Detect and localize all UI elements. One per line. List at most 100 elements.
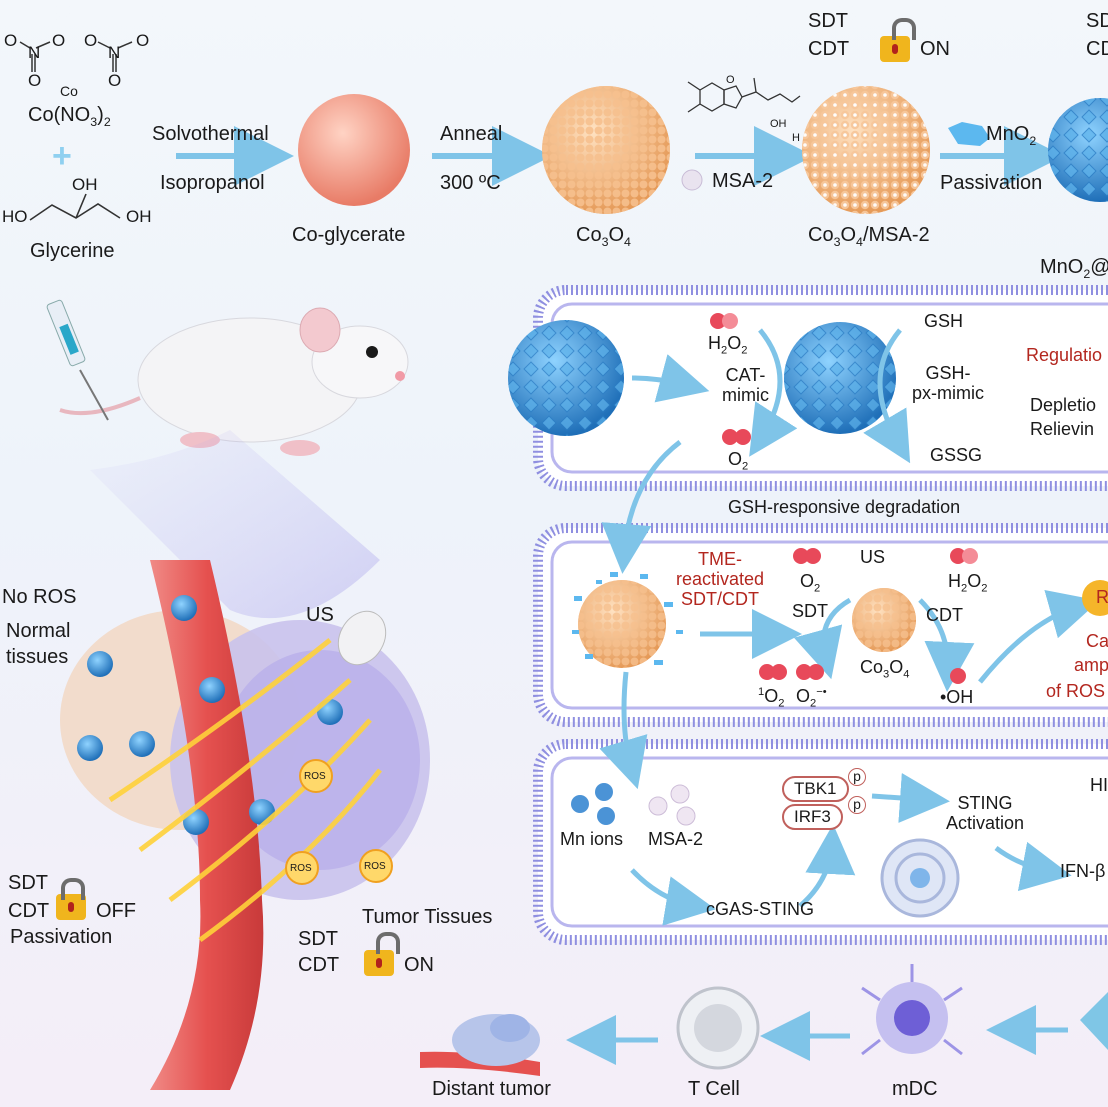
solvothermal-label: Solvothermal <box>152 123 269 145</box>
unlocked-padlock-icon <box>364 932 400 976</box>
arrow-sting <box>871 772 950 823</box>
atom-o: O <box>84 31 98 50</box>
co-glycerate-label: Co-glycerate <box>292 224 406 246</box>
lock-left-cdt: CDT <box>8 900 50 922</box>
edge-label-cd: CD <box>1086 38 1108 60</box>
arrow-cgas <box>630 868 716 926</box>
arrow-cdt <box>918 598 975 692</box>
gsh-degradation-label: GSH-responsive degradation <box>728 497 961 517</box>
relieving-label: Relievin <box>1030 419 1095 439</box>
lock-left-sdt: SDT <box>8 872 48 894</box>
atom-n: N <box>108 43 121 62</box>
atom-o: O <box>136 31 150 50</box>
tme-reactivated-label: TME- reactivated SDT/CDT <box>676 549 765 609</box>
us-label: US <box>860 547 886 567</box>
molecule-atom-o: O <box>726 74 735 86</box>
no-ros-label: No ROS <box>2 586 77 608</box>
lock-tumor-on: ON <box>404 954 434 976</box>
hydroxyl-radical-label: •OH <box>940 687 974 707</box>
phospho-badge: p <box>848 796 866 814</box>
sting-activation-label: STING Activation <box>946 793 1025 833</box>
h2o2-label-cdt: H2O2 <box>948 571 988 595</box>
cgas-sting-label: cGAS-STING <box>706 899 815 919</box>
sdt-label: SDT <box>792 601 828 621</box>
ros-label: ROS <box>304 771 326 782</box>
ros-burst-icon <box>285 851 319 885</box>
us-probe-label: US <box>306 604 334 626</box>
singlet-oxygen-label: 1O2 <box>758 686 785 710</box>
glycerine-label: Glycerine <box>30 240 115 262</box>
glycerine-ho: HO <box>2 207 28 226</box>
atom-o: O <box>4 31 18 50</box>
lock-tumor-sdt: SDT <box>298 928 338 950</box>
tbk1-badge: TBK1 <box>782 776 849 802</box>
mouse-illustration <box>59 307 409 456</box>
molecule-atom-h: H <box>792 132 800 144</box>
mno2-flake <box>948 122 990 146</box>
cdt-label: CDT <box>926 605 963 625</box>
co3o4-label: Co3O4 <box>576 224 631 249</box>
depletion-label: Depletio <box>1030 395 1097 415</box>
h2o2-label: H2O2 <box>708 333 748 357</box>
arrow-gsh <box>863 328 911 464</box>
molecule-atom-oh: OH <box>770 118 787 130</box>
locked-padlock-icon <box>56 878 86 920</box>
atom-o: O <box>52 31 66 50</box>
cat-mimic-label: CAT- mimic <box>722 365 769 405</box>
lock-left-off: OFF <box>96 900 136 922</box>
edge-label-sd: SD <box>1086 10 1108 32</box>
temperature-label: 300 ºC <box>440 172 501 194</box>
irf3-badge: IRF3 <box>782 804 843 830</box>
edge-label-r: R <box>1096 587 1108 607</box>
superoxide-label: O2−• <box>796 686 827 710</box>
mdc-illustration <box>861 964 963 1056</box>
atom-o: O <box>28 71 42 90</box>
ros-burst-icon <box>359 849 393 883</box>
distant-tumor-label: Distant tumor <box>432 1078 551 1100</box>
edge-label-ros: of ROS <box>1046 681 1106 701</box>
msa2-step-label: MSA-2 <box>712 170 774 192</box>
glycerine-oh-right: OH <box>126 207 152 226</box>
ultrasound-probe-icon <box>337 610 387 666</box>
mn-ions-label: Mn ions <box>560 829 624 849</box>
co3o4-msa2-label: Co3O4/MSA-2 <box>808 224 930 249</box>
o2-label-sdt: O2 <box>800 571 821 595</box>
distant-tumor-illustration <box>420 1014 540 1076</box>
co-glycerate-sphere <box>298 94 410 206</box>
ifn-beta-label: IFN-β <box>1060 861 1106 881</box>
cobalt-nitrate-label: Co(NO3)2 <box>28 104 111 129</box>
arrow-mn-release <box>599 671 648 790</box>
ros-burst-icon <box>1082 580 1108 616</box>
arrow-degradation <box>601 440 682 574</box>
o2-label: O2 <box>728 449 749 473</box>
msa2-label: MSA-2 <box>648 829 704 849</box>
atom-o: O <box>108 71 122 90</box>
arrow-uptake <box>631 354 710 403</box>
glycerine-oh-top: OH <box>72 175 98 194</box>
cobalt-label: Co <box>60 83 78 99</box>
regulation-label: Regulatio <box>1026 345 1103 365</box>
lock-top-cdt: CDT <box>808 38 850 60</box>
atom-n: N <box>28 43 41 62</box>
tumor-tissues-label: Tumor Tissues <box>362 906 493 928</box>
co3o4-core-label: Co3O4 <box>860 657 910 681</box>
arrow-tbk1 <box>798 824 856 908</box>
gssg-label: GSSG <box>930 445 983 465</box>
edge-label-ca: Ca <box>1086 631 1108 651</box>
normal-tissues-label: Normal tissues <box>6 620 71 668</box>
phospho-badge: p <box>848 768 866 786</box>
isopropanol-label: Isopropanol <box>160 172 265 194</box>
syringe-illustration <box>46 299 109 421</box>
mno2-label: MnO2 <box>986 123 1037 148</box>
lock-top-sdt: SDT <box>808 10 848 32</box>
lock-top-on: ON <box>920 38 950 60</box>
arrow-cat <box>749 328 798 457</box>
gsh-px-mimic-label: GSH- px-mimic <box>912 363 984 403</box>
plus-sign: + <box>52 137 72 175</box>
mdc-label: mDC <box>892 1078 938 1100</box>
zoom-beam <box>90 430 380 619</box>
edge-label-amp: amp <box>1074 655 1108 675</box>
gsh-label: GSH <box>924 311 964 331</box>
unlocked-padlock-icon <box>880 18 916 62</box>
